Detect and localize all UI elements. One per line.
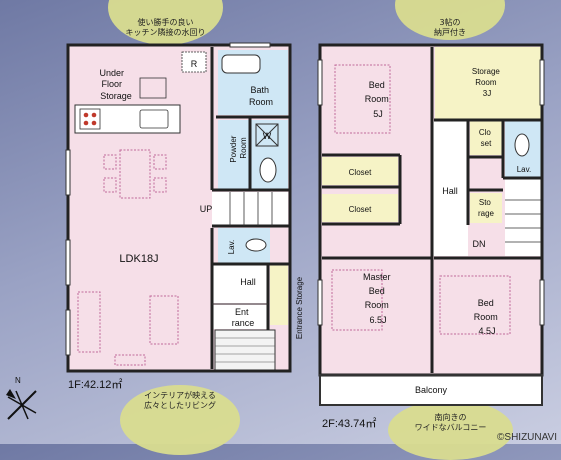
label-bed-room-2-c: 4.5J bbox=[478, 326, 495, 336]
label-closet-small: Clo set bbox=[479, 128, 493, 148]
label-bed-room-1-a: Bed bbox=[369, 80, 385, 90]
floor1-note-top: 使い勝手の良い キッチン隣接の水回り bbox=[108, 18, 223, 38]
copyright: ©SHIZUNAVI bbox=[497, 432, 557, 443]
label-bed-room-2-b: Room bbox=[474, 312, 498, 322]
floor1-note-top-line1: 使い勝手の良い bbox=[137, 18, 194, 27]
label-entrance-1: Ent bbox=[235, 307, 249, 317]
floor2-note-bottom-line2: ワイドなバルコニー bbox=[414, 423, 487, 432]
floor2-note-bottom-line1: 南向きの bbox=[434, 413, 467, 422]
label-dn: DN bbox=[473, 239, 486, 249]
label-bed-room-2: Bed Room 4.5J bbox=[474, 298, 501, 336]
label-master-c: Room bbox=[365, 300, 389, 310]
label-storage-room-c: 3J bbox=[483, 89, 491, 98]
label-under-floor-storage-2: Floor bbox=[101, 79, 122, 89]
floor2-area: 2F:43.74㎡ bbox=[322, 418, 377, 430]
label-lav-1f: Lav. bbox=[227, 240, 236, 255]
label-bed-room-1-b: Room bbox=[365, 94, 389, 104]
label-powder-room-2: Room bbox=[239, 137, 248, 159]
label-bath-room-1: Bath bbox=[250, 85, 269, 95]
label-lav-2f: Lav. bbox=[517, 165, 532, 174]
floor1-area: 1F:42.12㎡ bbox=[68, 379, 123, 391]
label-balcony: Balcony bbox=[415, 385, 448, 395]
label-under-floor-storage: Under Floor Storage bbox=[99, 68, 131, 101]
label-washer: W bbox=[263, 131, 272, 141]
label-storage-small-b: rage bbox=[478, 209, 495, 218]
floor2-plan bbox=[317, 43, 545, 406]
label-hall-1f: Hall bbox=[240, 277, 256, 287]
label-storage-small: Sto rage bbox=[478, 198, 495, 218]
label-powder-room: Powder Room bbox=[229, 133, 248, 162]
label-master-a: Master bbox=[363, 272, 391, 282]
label-master-b: Bed bbox=[369, 286, 385, 296]
label-bath-room: Bath Room bbox=[249, 85, 273, 107]
label-under-floor-storage-3: Storage bbox=[100, 91, 132, 101]
label-entrance-2: rance bbox=[232, 318, 255, 328]
label-master-bed-room: Master Bed Room 6.5J bbox=[363, 272, 393, 325]
floor1-note-bottom-line1: インテリアが映える bbox=[144, 391, 216, 400]
label-hall-2f: Hall bbox=[442, 186, 458, 196]
floor1-note-top-line2: キッチン隣接の水回り bbox=[125, 28, 206, 37]
label-ldk: LDK18J bbox=[119, 253, 158, 265]
floor2-note-bottom: 南向きの ワイドなバルコニー bbox=[388, 413, 513, 433]
label-storage-room: Storage Room 3J bbox=[472, 67, 502, 98]
label-closet-2: Closet bbox=[349, 205, 372, 214]
floor-plan: Under Floor Storage R Bath Room Powder R… bbox=[6, 42, 545, 420]
floor2-note-top-line2: 納戸付き bbox=[434, 28, 466, 37]
label-closet-small-b: set bbox=[481, 139, 492, 148]
compass-north-label: N bbox=[15, 376, 21, 385]
label-entrance: Ent rance bbox=[232, 307, 255, 328]
label-refrigerator: R bbox=[191, 59, 198, 69]
label-master-d: 6.5J bbox=[369, 315, 386, 325]
label-storage-small-a: Sto bbox=[479, 198, 492, 207]
note-blob-1f-bottom bbox=[120, 385, 240, 455]
label-entrance-storage: Entrance Storage bbox=[295, 276, 304, 339]
label-bed-room-1-c: 5J bbox=[373, 109, 383, 119]
label-storage-room-b: Room bbox=[475, 78, 497, 87]
label-closet-small-a: Clo bbox=[479, 128, 492, 137]
floor1-plan bbox=[65, 42, 292, 373]
label-up: UP bbox=[200, 204, 213, 214]
floor1-note-bottom: インテリアが映える 広々としたリビング bbox=[120, 391, 240, 411]
floor2-note-top-line1: 3帖の bbox=[439, 18, 461, 27]
label-bed-room-1: Bed Room 5J bbox=[365, 80, 392, 119]
label-bed-room-2-a: Bed bbox=[478, 298, 494, 308]
label-powder-room-1: Powder bbox=[229, 135, 238, 162]
label-storage-room-a: Storage bbox=[472, 67, 501, 76]
label-closet-1: Closet bbox=[349, 168, 372, 177]
label-under-floor-storage-1: Under bbox=[99, 68, 124, 78]
compass-icon bbox=[6, 389, 37, 420]
floor1-note-bottom-line2: 広々としたリビング bbox=[144, 401, 216, 410]
floor2-note-top: 3帖の 納戸付き bbox=[395, 18, 505, 38]
label-bath-room-2: Room bbox=[249, 97, 273, 107]
